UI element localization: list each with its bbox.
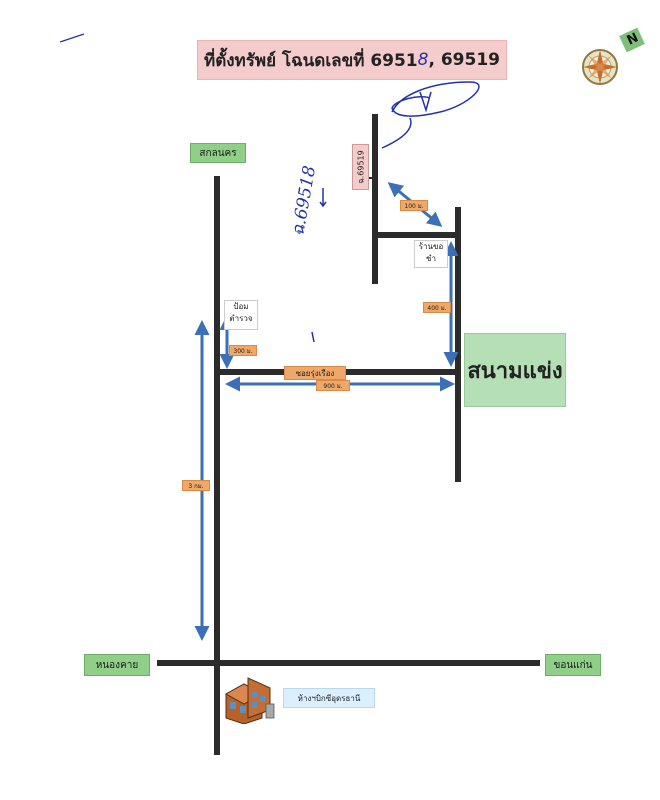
- shopping-mall-icon: [222, 674, 278, 725]
- label-stadium: สนามแข่ง: [464, 333, 566, 407]
- title-handwritten-digit: 8: [417, 50, 429, 70]
- label-grocery-shop: ร้านขอ ชำ: [414, 240, 448, 268]
- title-main: ที่ตั้งทรัพย์ โฉนดเลขที่ 6951: [204, 50, 418, 71]
- label-sakon-nakhon: สกลนคร: [190, 143, 246, 163]
- compass-rose-icon: [582, 49, 618, 85]
- label-soi-rungrueang: ซอยรุ่งเรือง: [284, 366, 346, 380]
- distance-3km: 3 กม.: [182, 480, 210, 491]
- parcel-label-box: ฉ.69519: [352, 144, 369, 190]
- label-police-box: ป้อม ตำรวจ: [224, 300, 258, 330]
- pen-mark: [59, 33, 85, 43]
- distance-900m: 900 ม.: [316, 380, 350, 391]
- signature-scribble: [381, 81, 480, 149]
- north-marker: [619, 27, 645, 53]
- parcel-label: ฉ.69519: [356, 150, 365, 184]
- distance-400m: 400 ม.: [423, 302, 451, 313]
- pen-dot: [311, 331, 315, 343]
- label-khon-kaen: ขอนแก่น: [545, 654, 601, 676]
- roads: [157, 114, 540, 755]
- label-big-c-mall: ห้างฯบิกซีอุดรธานี: [283, 688, 375, 708]
- handwritten-arrow: [318, 188, 328, 208]
- title-suffix: , 69519: [428, 50, 500, 70]
- distance-100m: 100 ม.: [400, 200, 428, 211]
- label-nong-khai: หนองคาย: [84, 654, 150, 676]
- distance-300m: 300 ม.: [229, 345, 257, 356]
